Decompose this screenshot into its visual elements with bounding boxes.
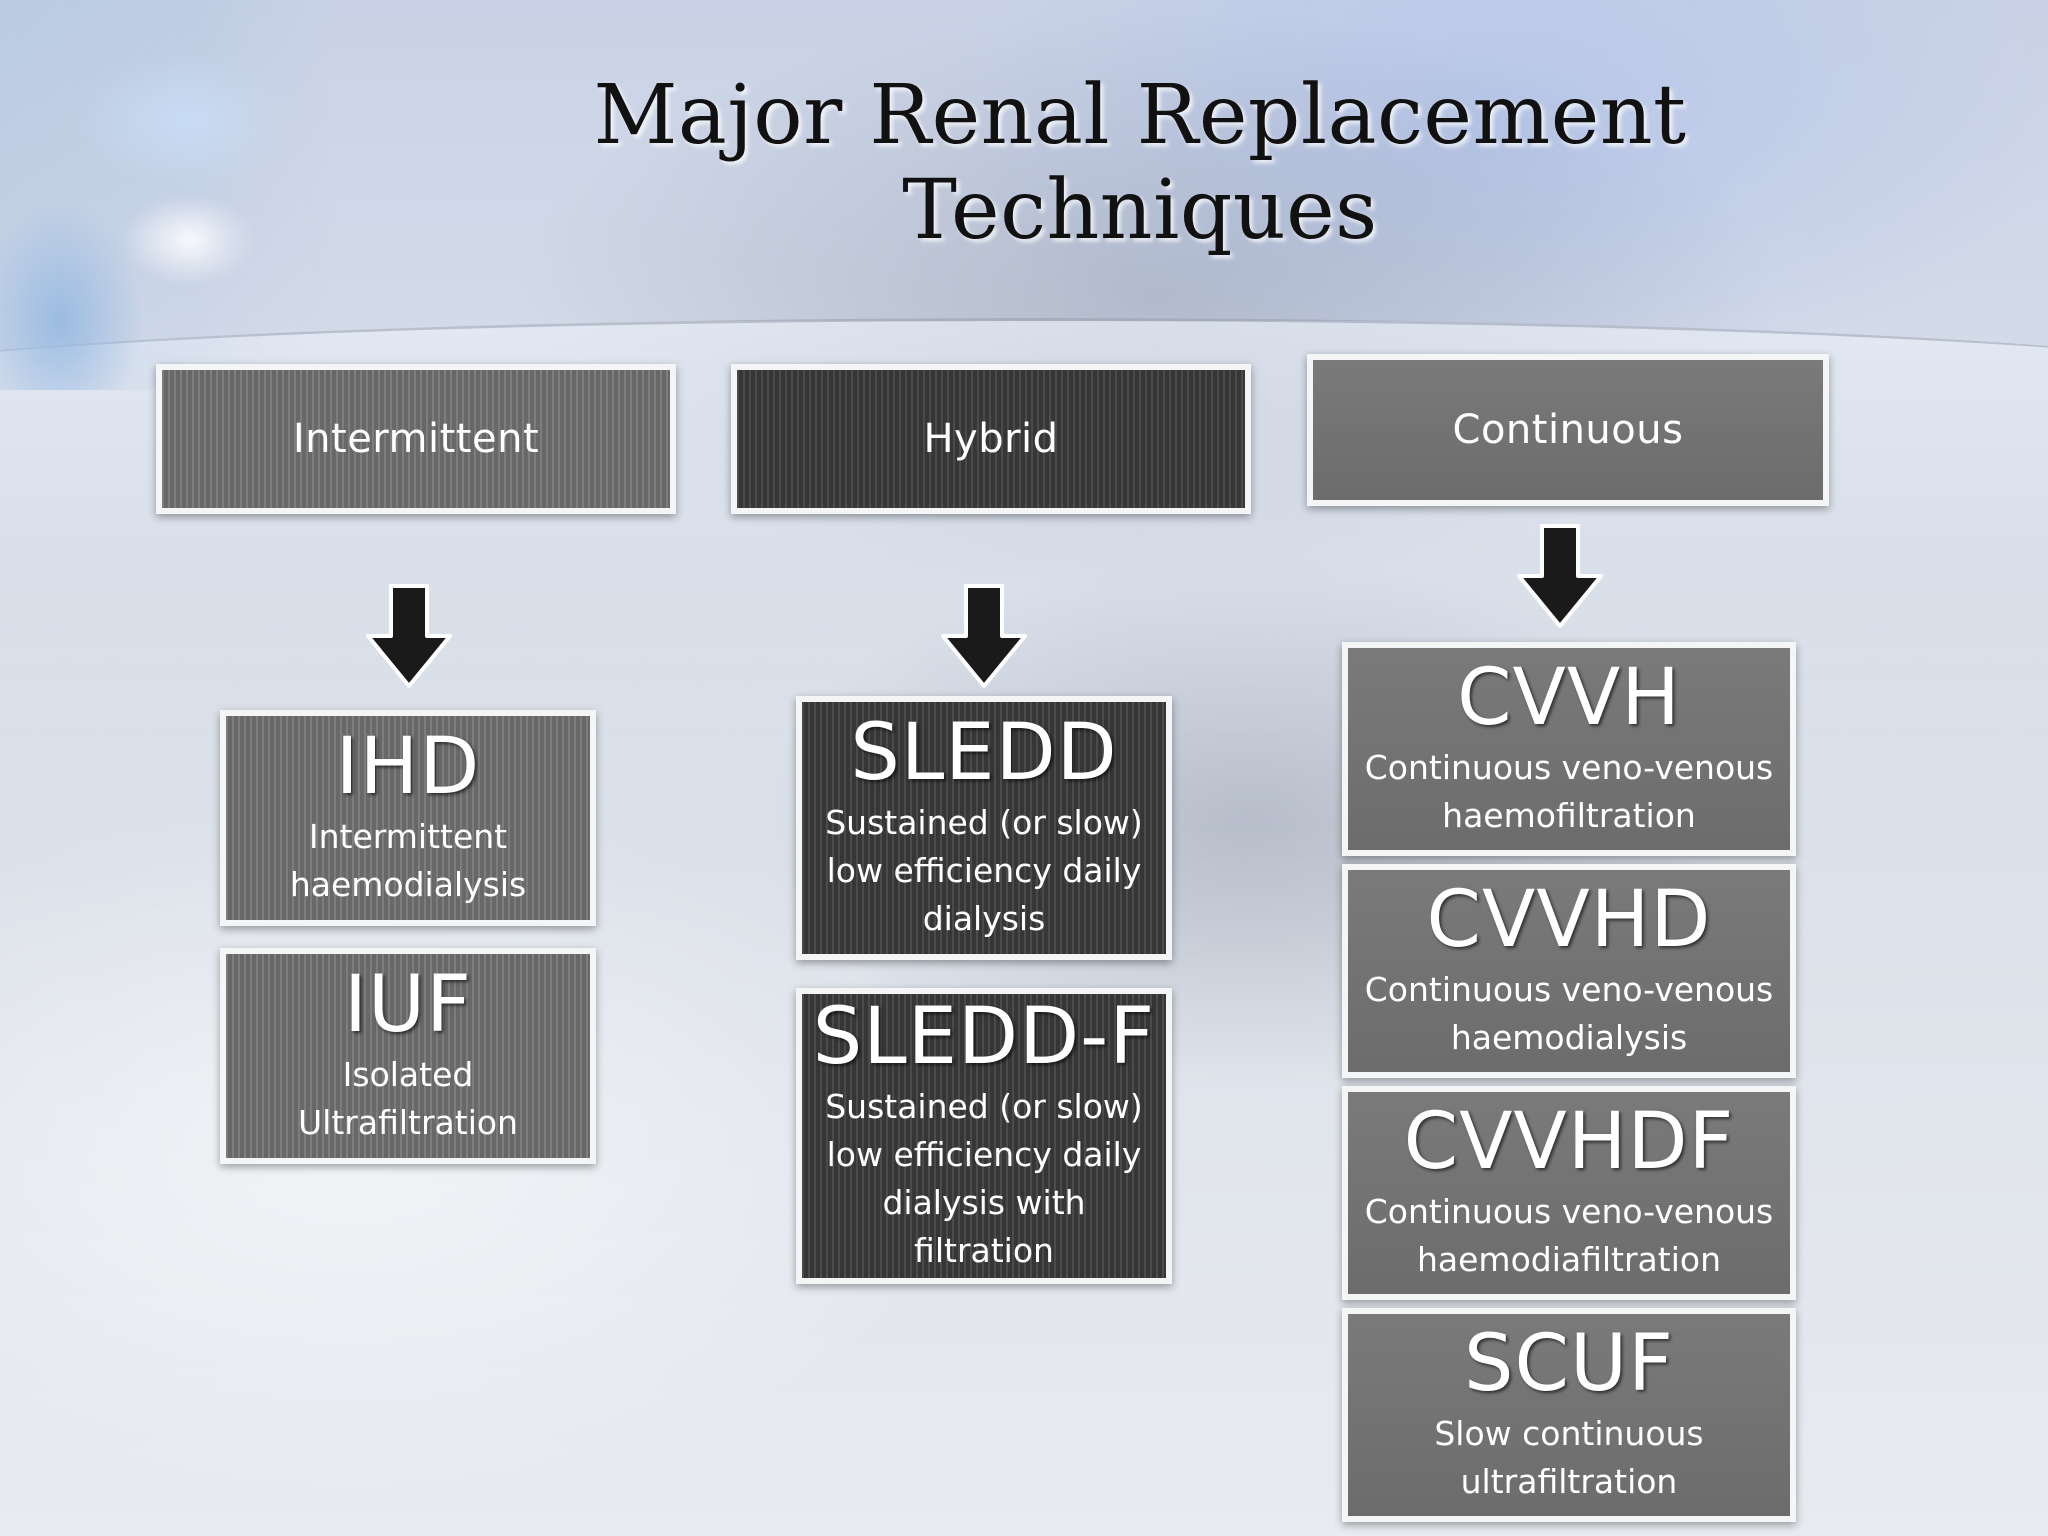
technique-cvvh: CVVH Continuous veno-venous haemofiltrat… xyxy=(1342,642,1796,856)
technique-cvvhd: CVVHD Continuous veno-venous haemodialys… xyxy=(1342,864,1796,1078)
technique-description: Intermittent haemodialysis xyxy=(289,817,527,904)
technique-abbreviation: SCUF xyxy=(1464,1319,1674,1410)
category-label: Continuous xyxy=(1452,407,1684,453)
technique-abbreviation: CVVH xyxy=(1457,653,1681,744)
technique-abbreviation: SLEDD xyxy=(850,708,1118,799)
technique-description: Sustained (or slow) low efficiency daily… xyxy=(825,803,1143,938)
technique-description: Isolated Ultrafiltration xyxy=(298,1055,518,1142)
category-label: Intermittent xyxy=(292,416,540,462)
technique-abbreviation: IHD xyxy=(335,722,481,813)
technique-description: Continuous veno-venous haemofiltration xyxy=(1364,748,1774,835)
down-arrow-icon xyxy=(366,584,452,688)
category-intermittent: Intermittent xyxy=(156,364,676,514)
technique-iuf: IUF Isolated Ultrafiltration xyxy=(220,948,596,1164)
down-arrow-icon xyxy=(1517,524,1603,628)
category-continuous: Continuous xyxy=(1307,354,1829,506)
down-arrow-icon xyxy=(941,584,1027,688)
surgeon-photo xyxy=(0,0,330,390)
technique-abbreviation: SLEDD-F xyxy=(812,992,1156,1083)
technique-abbreviation: IUF xyxy=(344,960,472,1051)
technique-sledd: SLEDD Sustained (or slow) low efficiency… xyxy=(796,696,1172,960)
technique-cvvhdf: CVVHDF Continuous veno-venous haemodiafi… xyxy=(1342,1086,1796,1300)
technique-description: Continuous veno-venous haemodialysis xyxy=(1364,970,1774,1057)
technique-scuf: SCUF Slow continuous ultrafiltration xyxy=(1342,1308,1796,1522)
slide-title: Major Renal Replacement Techniques xyxy=(593,68,1687,258)
technique-description: Slow continuous ultrafiltration xyxy=(1434,1414,1704,1501)
technique-description: Continuous veno-venous haemodiafiltratio… xyxy=(1364,1192,1774,1279)
technique-sledd-f: SLEDD-F Sustained (or slow) low efficien… xyxy=(796,988,1172,1284)
technique-description: Sustained (or slow) low efficiency daily… xyxy=(825,1087,1143,1270)
technique-ihd: IHD Intermittent haemodialysis xyxy=(220,710,596,926)
category-label: Hybrid xyxy=(923,416,1059,462)
technique-abbreviation: CVVHDF xyxy=(1403,1097,1735,1188)
category-hybrid: Hybrid xyxy=(731,364,1251,514)
technique-abbreviation: CVVHD xyxy=(1426,875,1712,966)
